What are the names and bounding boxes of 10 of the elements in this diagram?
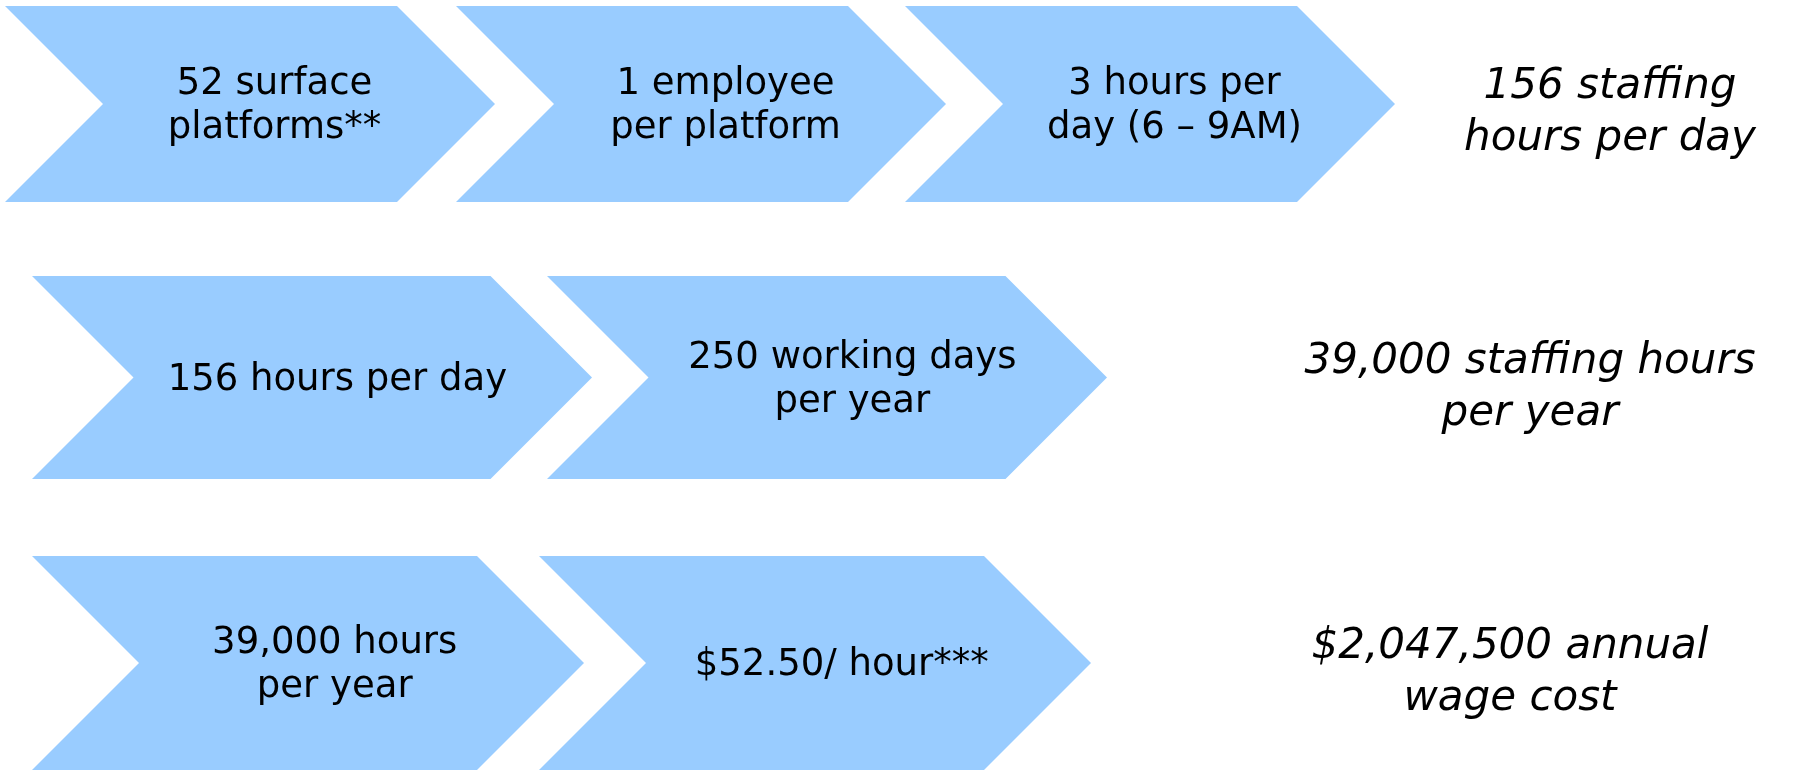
step-text: 39,000 hours per year — [211, 619, 459, 707]
result-text: $2,047,500 annual wage cost — [1310, 618, 1710, 722]
result-text: 156 staffing hours per day — [1463, 58, 1757, 162]
step-text: $52.50/ hour*** — [693, 641, 990, 685]
step-text: 3 hours per day (6 – 9AM) — [1046, 60, 1303, 148]
step-text: 156 hours per day — [167, 355, 508, 400]
step-text: 52 surface platforms** — [166, 60, 383, 148]
step-text: 1 employee per platform — [609, 60, 842, 148]
step-text: 250 working days per year — [687, 333, 1018, 422]
result-text: 39,000 staffing hours per year — [1303, 333, 1757, 437]
